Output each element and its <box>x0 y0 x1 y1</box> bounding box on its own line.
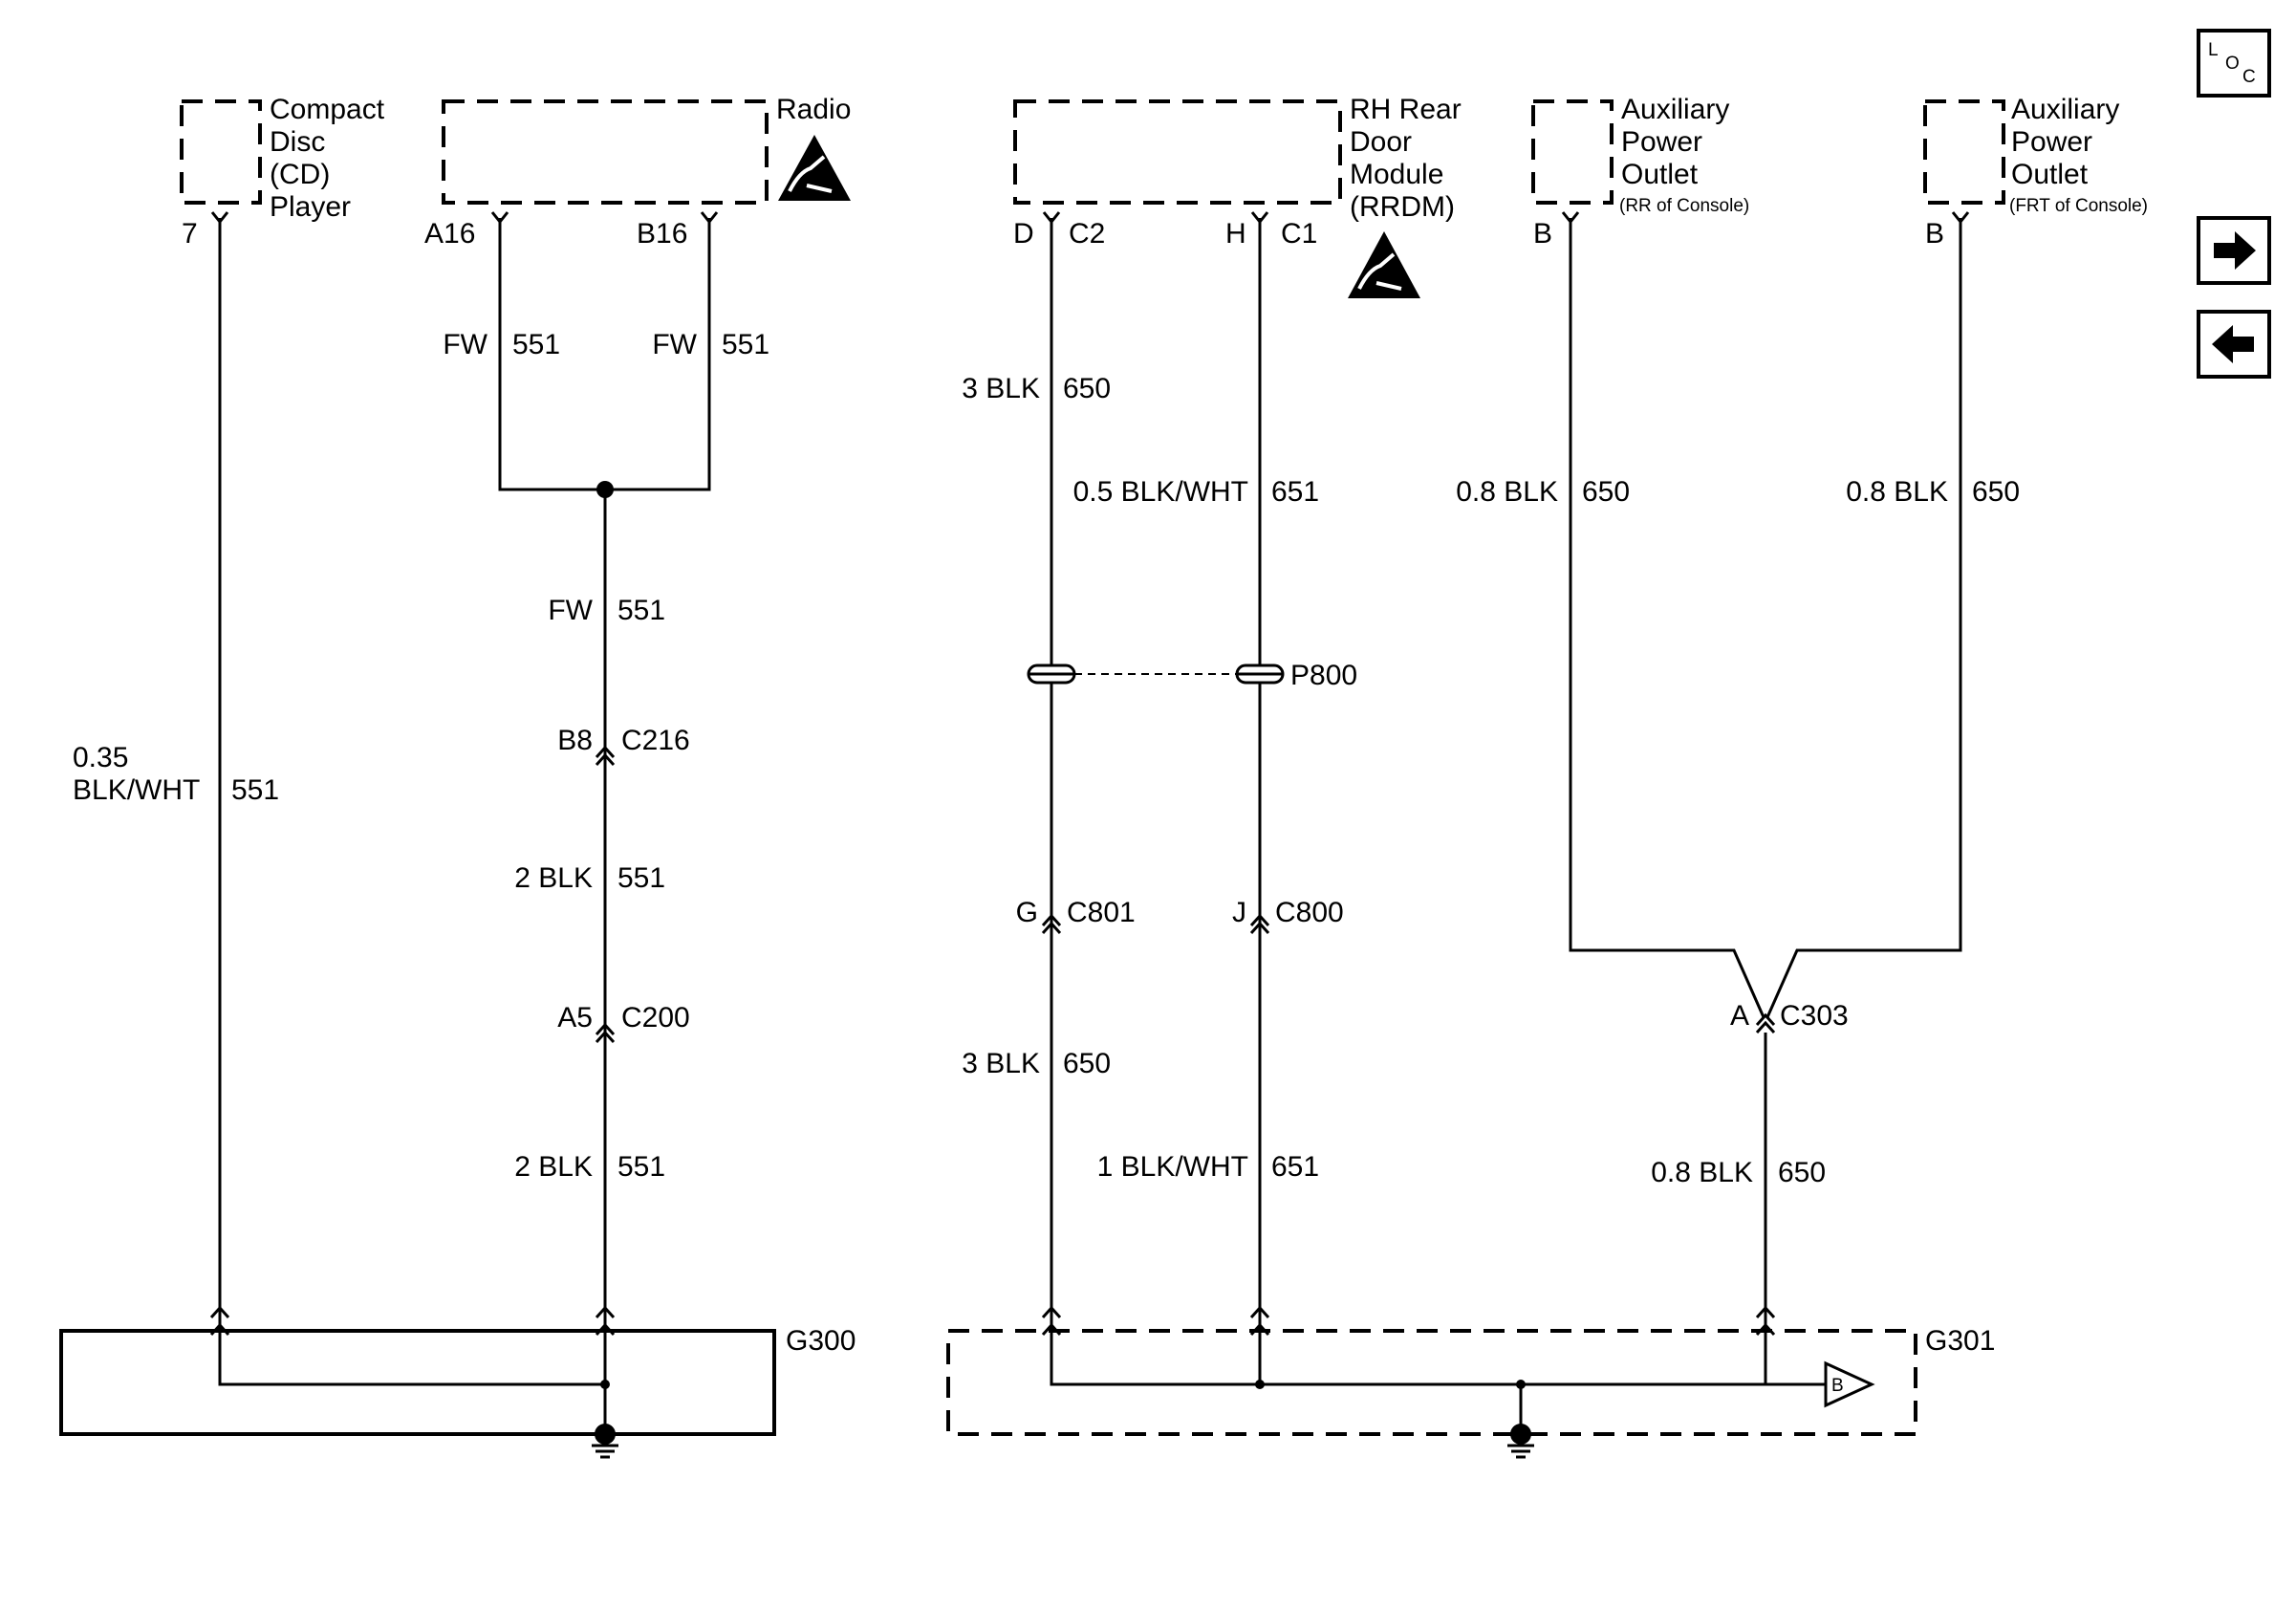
connector-c216: C216 <box>621 725 690 756</box>
radio-label: Radio <box>776 94 851 125</box>
pin-terminal-icon <box>210 211 1970 225</box>
esd-warning-icon <box>778 135 851 201</box>
aux-frt-box <box>1923 99 2005 205</box>
wire-label-rrdm-g-circuit: 650 <box>1063 1048 1111 1079</box>
aux-rr-box <box>1531 99 1614 205</box>
wire-label-cd-circuit: 551 <box>231 774 279 806</box>
cd-player-label-2: Disc <box>270 126 325 158</box>
wire-label-radio-mid-circuit: 551 <box>617 595 665 626</box>
loc-c: C <box>2242 67 2256 87</box>
aux-frt-label-3: Outlet <box>2011 159 2089 190</box>
cd-player-label-4: Player <box>270 191 351 223</box>
rrdm-label-2: Door <box>1350 126 1412 158</box>
wire-label-radio-mid-color: FW <box>548 595 593 626</box>
g300-bus <box>218 1342 607 1434</box>
aux-rr-label-2: Power <box>1621 126 1702 158</box>
aux-frt-label-2: Power <box>2011 126 2092 158</box>
wire-label-radio-b16-circuit: 551 <box>722 329 769 360</box>
wire-label-radio-b16-color: FW <box>652 329 697 360</box>
connector-c801-pin: G <box>1016 897 1038 928</box>
rrdm-box <box>1013 99 1342 205</box>
wire-label-cd-color-2: BLK/WHT <box>73 774 200 806</box>
wire-label-aux-frt-color: 0.8 BLK <box>1846 476 1948 508</box>
wire-label-aux-rr-circuit: 650 <box>1582 476 1630 508</box>
ground-symbol-icon <box>592 1434 618 1459</box>
g301-box <box>946 1329 1917 1436</box>
ground-symbol-icon <box>1507 1434 1534 1459</box>
wire-label-radio-a16-color: FW <box>443 329 487 360</box>
wire-label-aux-frt-circuit: 650 <box>1972 476 2020 508</box>
wire-label-rrdm-d-circuit: 650 <box>1063 373 1111 404</box>
connector-c200-pin: A5 <box>557 1002 593 1033</box>
pin-rrdm-c1: C1 <box>1281 218 1317 250</box>
pin-rrdm-c2: C2 <box>1069 218 1105 250</box>
cd-player-label-3: (CD) <box>270 159 330 190</box>
radio-box <box>442 99 769 205</box>
wire-label-rrdm-j-circuit: 651 <box>1271 1151 1319 1183</box>
wire-label-aux-rr-color: 0.8 BLK <box>1456 476 1558 508</box>
splice-dot <box>596 481 614 498</box>
aux-rr-note: (RR of Console) <box>1619 196 1749 216</box>
wire-label-rrdm-h-color: 0.5 BLK/WHT <box>1073 476 1248 508</box>
loc-l: L <box>2208 40 2219 60</box>
connector-c800-pin: J <box>1232 897 1246 928</box>
rrdm-label-3: Module <box>1350 159 1443 190</box>
wire-label-radio-low2-circuit: 551 <box>617 1151 665 1183</box>
p800-twisted-pair <box>1027 664 1285 685</box>
offpage-ref: B <box>1831 1376 1844 1396</box>
aux-frt-label-1: Auxiliary <box>2011 94 2119 125</box>
connector-c216-pin: B8 <box>557 725 593 756</box>
arrow-left-icon <box>2212 325 2254 363</box>
connector-p800: P800 <box>1290 660 1357 691</box>
g300-label: G300 <box>786 1325 856 1357</box>
pin-aux-frt-b: B <box>1925 218 1944 250</box>
loc-o: O <box>2225 54 2240 74</box>
wire-label-rrdm-j-color: 1 BLK/WHT <box>1097 1151 1248 1183</box>
next-page-button[interactable] <box>2197 216 2271 285</box>
aux-frt-note: (FRT of Console) <box>2009 196 2148 216</box>
wire-label-rrdm-d-color: 3 BLK <box>962 373 1040 404</box>
wire-aux-frt <box>1765 218 1962 1018</box>
g301-bus <box>1050 1342 1826 1386</box>
inline-connector-icon <box>595 745 1776 1044</box>
pin-aux-rr-b: B <box>1533 218 1552 250</box>
connector-c800: C800 <box>1275 897 1344 928</box>
wire-label-radio-low1-color: 2 BLK <box>514 862 593 894</box>
wire-label-cd-color-1: 0.35 <box>73 742 128 773</box>
rrdm-label-4: (RRDM) <box>1350 191 1455 223</box>
wire-label-rrdm-h-circuit: 651 <box>1271 476 1319 508</box>
wire-label-radio-a16-circuit: 551 <box>512 329 560 360</box>
rrdm-label-1: RH Rear <box>1350 94 1462 125</box>
wire-label-radio-low1-circuit: 551 <box>617 862 665 894</box>
connector-c303-pin: A <box>1730 1000 1749 1032</box>
prev-page-button[interactable] <box>2197 310 2271 379</box>
wire-label-aux-low-color: 0.8 BLK <box>1651 1157 1753 1188</box>
esd-warning-icon <box>1348 231 1420 298</box>
aux-rr-label-3: Outlet <box>1621 159 1699 190</box>
wire-aux-rr <box>1569 218 1765 1018</box>
arrow-right-icon <box>2214 231 2256 270</box>
cd-player-label-1: Compact <box>270 94 385 125</box>
loc-button[interactable]: L O C <box>2197 29 2271 98</box>
pin-cd-7: 7 <box>182 218 198 250</box>
g301-label: G301 <box>1925 1325 1995 1357</box>
wire-label-radio-low2-color: 2 BLK <box>514 1151 593 1183</box>
wire-label-aux-low-circuit: 650 <box>1778 1157 1826 1188</box>
pin-radio-a16: A16 <box>424 218 475 250</box>
pin-rrdm-h: H <box>1225 218 1246 250</box>
connector-c303: C303 <box>1780 1000 1849 1032</box>
cd-player-box <box>180 99 262 205</box>
wire-label-rrdm-g-color: 3 BLK <box>962 1048 1040 1079</box>
g300-box <box>59 1329 776 1436</box>
connector-c801: C801 <box>1067 897 1136 928</box>
pin-rrdm-d: D <box>1013 218 1034 250</box>
pin-radio-b16: B16 <box>637 218 687 250</box>
connector-c200: C200 <box>621 1002 690 1033</box>
aux-rr-label-1: Auxiliary <box>1621 94 1729 125</box>
offpage-arrow-icon <box>1824 1360 1875 1408</box>
